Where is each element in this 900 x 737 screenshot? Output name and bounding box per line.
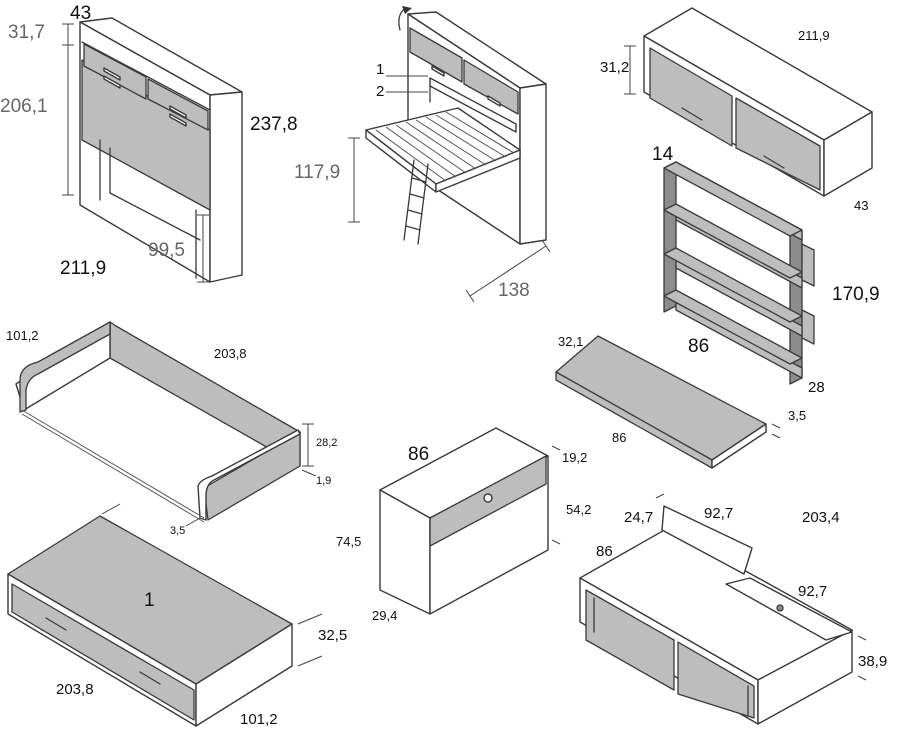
drawer-unit-lower-height-label: 54,2 [566,502,591,517]
callout-1: 1 [376,61,384,78]
cabinet-clearance-label: 99,5 [148,240,185,261]
bed-frame-height-label: 28,2 [316,437,337,449]
trundle-bed: 1 32,5 203,8 101,2 [7,503,347,728]
bench-length-label: 203,4 [802,509,840,526]
panel-length-label: 92,7 [798,583,827,600]
cabinet-depth-label: 43 [70,3,91,24]
cabinet-total-height-label: 237,8 [250,114,298,135]
cabinet-top-height-label: 31,7 [8,22,45,43]
wall-unit-depth-label: 43 [854,198,868,213]
wall-bed-cabinet: 43 31,7 206,1 237,8 211,9 99,5 [0,3,298,283]
bed-frame-offset-label: 1,9 [316,475,331,487]
wall-unit-height-label: 31,2 [600,59,629,76]
shelf-thickness-label: 3,5 [788,408,806,423]
trundle-height-label: 32,5 [318,627,347,644]
shelf-board: 32,1 86 3,5 [555,334,806,469]
bookshelf-depth-label: 14 [652,144,674,165]
bookshelf-height-label: 170,9 [832,284,880,305]
bed-depth-label: 138 [498,280,530,301]
callout-2: 2 [376,83,384,100]
bed-frame: 101,2 203,8 28,2 1,9 3,5 [6,321,337,537]
drawer-unit: 86 19,2 54,2 74,5 29,4 [336,427,591,623]
trundle-width-label: 101,2 [240,711,278,728]
drawer-unit-depth-label: 29,4 [372,608,397,623]
bench-width-label: 86 [596,543,613,560]
lid-length-label: 92,7 [704,505,733,522]
cabinet-width-label: 211,9 [60,258,106,279]
wall-unit-sliding: 211,9 31,2 43 [600,7,873,213]
bed-frame-width-label: 101,2 [6,328,39,343]
trundle-length-label: 203,8 [56,681,94,698]
bed-frame-length-label: 203,8 [214,346,247,361]
bookshelf-width-label: 86 [688,336,709,357]
drawer-height-label: 19,2 [562,450,587,465]
bench-height-label: 38,9 [858,653,887,670]
drawer-unit-width-label: 86 [408,444,429,465]
trundle-label: 1 [144,590,155,611]
bed-height-label: 117,9 [294,162,340,183]
storage-bench: 24,7 92,7 203,4 86 92,7 38,9 [579,493,887,725]
wall-unit-width-label: 211,9 [798,28,830,43]
drawer-unit-height-label: 74,5 [336,534,361,549]
bed-frame-thickness-label: 3,5 [170,525,185,537]
cabinet-height-label: 206,1 [0,96,48,117]
shelf-depth-label: 32,1 [558,334,583,349]
bookshelf: 14 170,9 86 28 [652,144,880,396]
bookshelf-thickness-label: 28 [808,379,825,396]
lid-depth-label: 24,7 [624,509,653,526]
folding-bed-open: 1 2 117,9 138 [294,6,551,303]
shelf-width-label: 86 [612,430,626,445]
